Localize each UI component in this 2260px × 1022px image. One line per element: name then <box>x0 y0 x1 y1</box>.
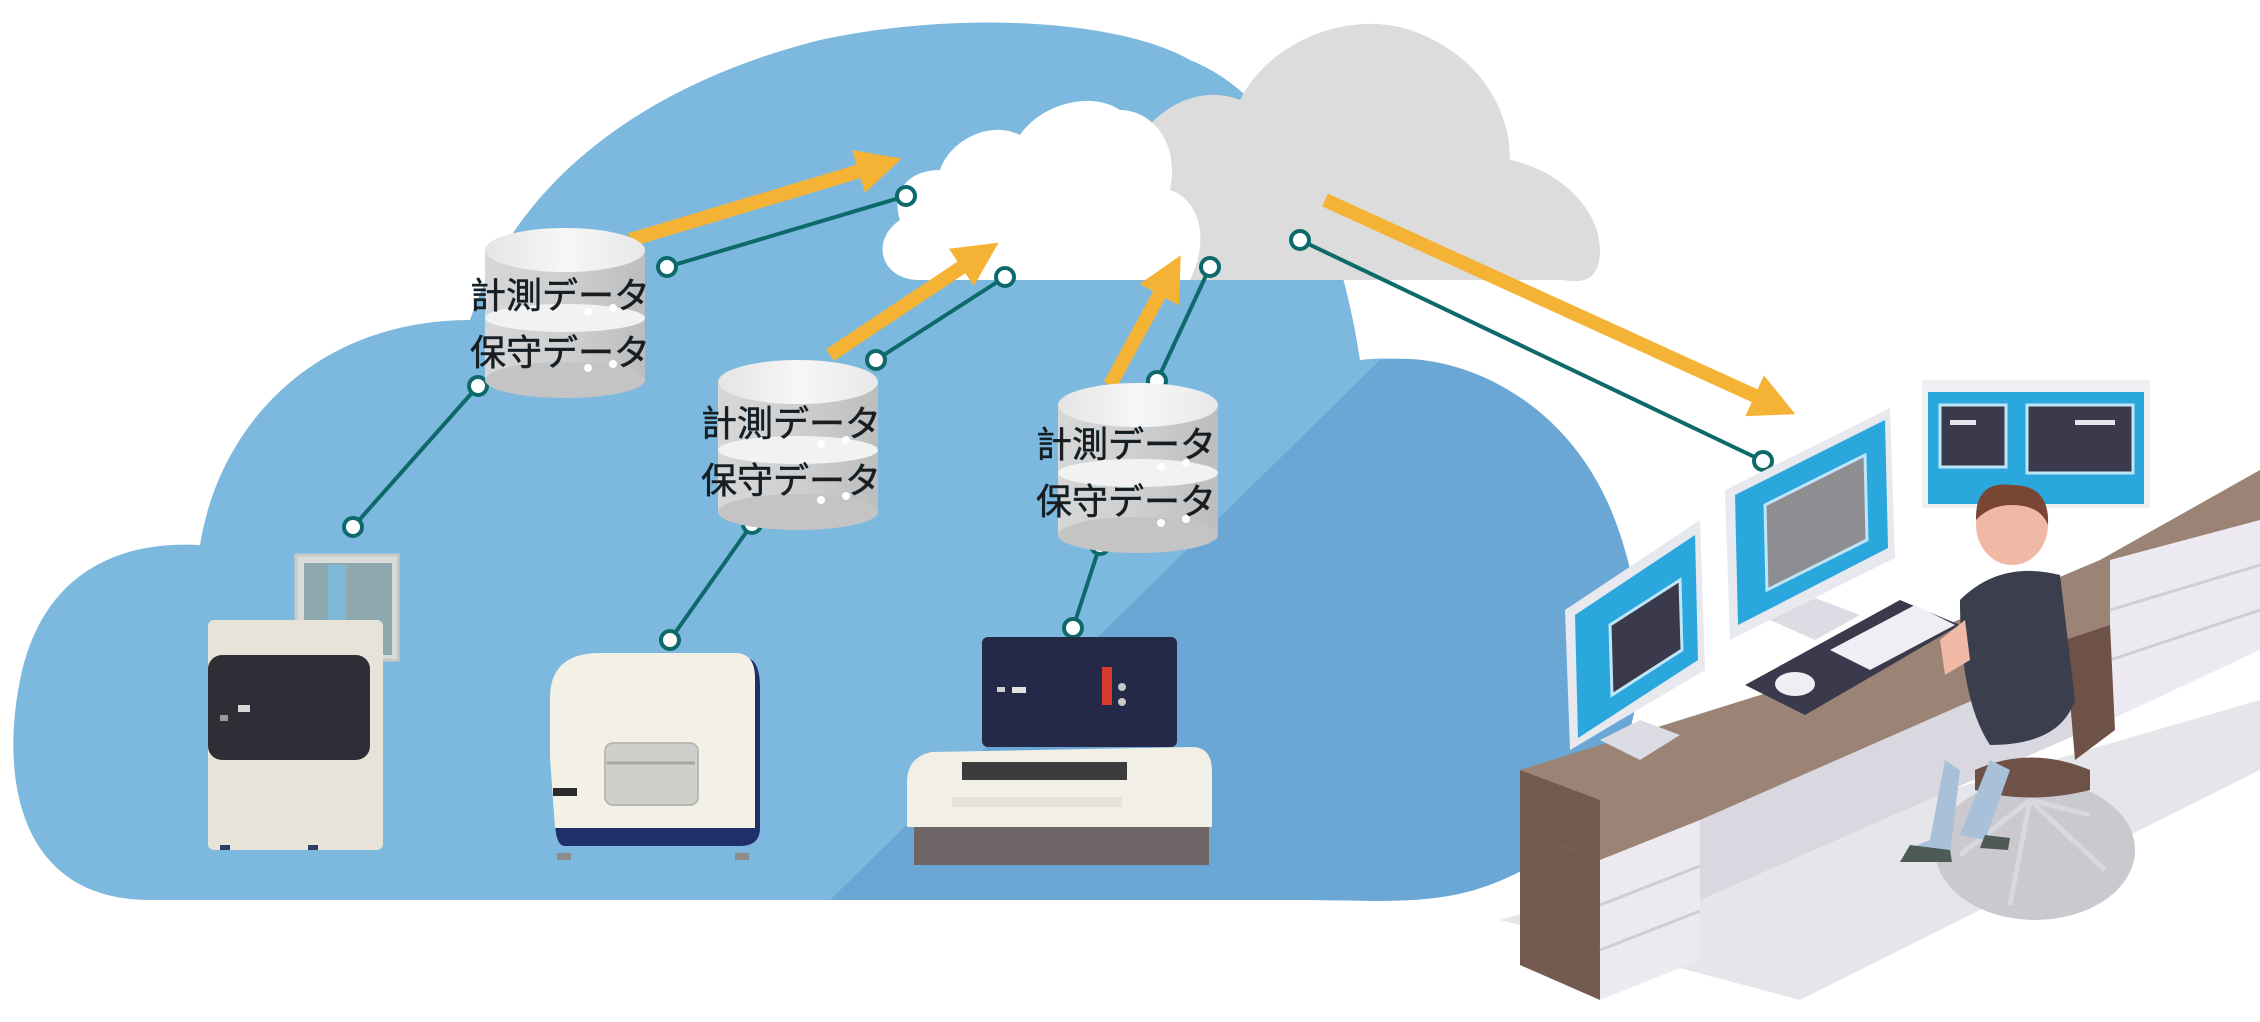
connector-path-1 <box>351 384 480 529</box>
mouse-icon <box>1775 672 1815 696</box>
connector-path-1-upper <box>666 194 907 269</box>
db-label-measurement: 計測データ <box>1036 425 1216 466</box>
keyboard-icon <box>1830 605 1955 670</box>
desk-drawers-right <box>2110 520 2260 720</box>
connector-node <box>1752 450 1774 472</box>
connector-node <box>342 516 364 538</box>
db-label-measurement: 計測データ <box>470 276 650 317</box>
connector-node <box>659 629 681 651</box>
instrument-xrf-icon <box>550 653 760 860</box>
operator-workstation <box>1500 380 2260 1000</box>
chair-icon <box>1958 797 2107 906</box>
chair-back <box>2065 625 2115 760</box>
upload-arrow-icon <box>627 149 902 247</box>
connector-node <box>467 375 489 397</box>
instrument-analyzer-icon <box>208 553 400 850</box>
connector-node <box>1289 229 1311 251</box>
white-cloud <box>882 100 1201 280</box>
upload-arrow-icon <box>826 242 999 361</box>
db-label-measurement: 計測データ <box>701 404 881 445</box>
download-arrow-icon <box>1322 193 1796 417</box>
connector-node <box>865 349 887 371</box>
db-label-maintenance: 保守データ <box>701 461 881 502</box>
instrument-benchtop-icon <box>907 637 1212 865</box>
upload-arrow-icon <box>1103 255 1181 389</box>
monitor-left <box>1565 520 1705 760</box>
db-label-maintenance: 保守データ <box>1036 482 1216 523</box>
connector-node <box>656 256 678 278</box>
db-label-maintenance: 保守データ <box>470 333 650 374</box>
database-icon: 計測データ 保守データ <box>470 228 650 398</box>
connector-path-3-upper <box>1155 266 1212 382</box>
cloud-icon <box>882 23 1600 282</box>
connector-node <box>994 266 1016 288</box>
monitor-center <box>1725 408 1895 640</box>
connector-lines <box>342 185 1774 651</box>
flow-arrows <box>627 149 1796 417</box>
connector-node <box>895 185 917 207</box>
connector-path-4 <box>1299 238 1764 463</box>
desk-pedestal <box>1520 830 1600 1000</box>
connector-path-3 <box>1071 544 1102 629</box>
connector-path-2-upper <box>874 275 1007 362</box>
database-icon: 計測データ 保守データ <box>1036 383 1218 553</box>
connector-path-2 <box>668 522 754 642</box>
desk-drawers <box>1600 820 1700 1000</box>
connector-node <box>1199 256 1221 278</box>
operator-icon <box>1900 484 2075 862</box>
monitor-right <box>1922 380 2150 508</box>
connector-node <box>1062 617 1084 639</box>
database-icon: 計測データ 保守データ <box>701 360 881 530</box>
